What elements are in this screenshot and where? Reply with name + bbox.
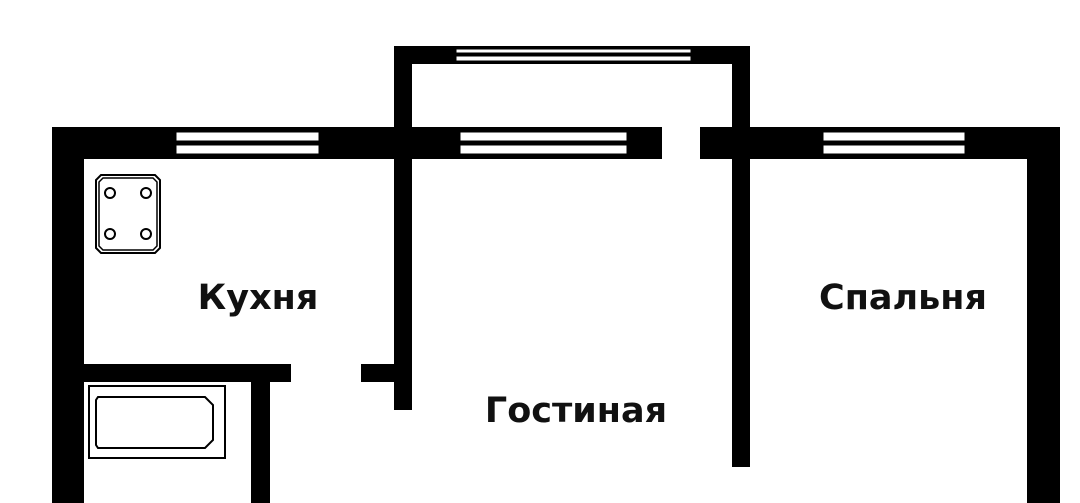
partition-stub (361, 364, 412, 382)
stove-icon (95, 174, 161, 254)
bathtub-icon (88, 385, 226, 459)
balcony (394, 46, 750, 146)
room-label-living: Гостиная (485, 391, 667, 431)
bathroom-right-wall (251, 364, 270, 503)
room-label-kitchen: Кухня (198, 278, 319, 318)
balcony-window (453, 46, 694, 64)
right-outer-wall (1027, 127, 1060, 503)
bedroom-window (820, 129, 968, 157)
left-outer-wall (52, 127, 84, 503)
kitchen-window (173, 129, 322, 157)
bathroom-top-wall (84, 364, 291, 382)
balcony-right-wall (732, 46, 750, 146)
living-window (457, 129, 630, 157)
living-bedroom-partition (732, 127, 750, 467)
balcony-left-wall (394, 46, 412, 146)
room-label-bedroom: Спальня (819, 278, 987, 318)
kitchen-living-partition (394, 127, 412, 410)
